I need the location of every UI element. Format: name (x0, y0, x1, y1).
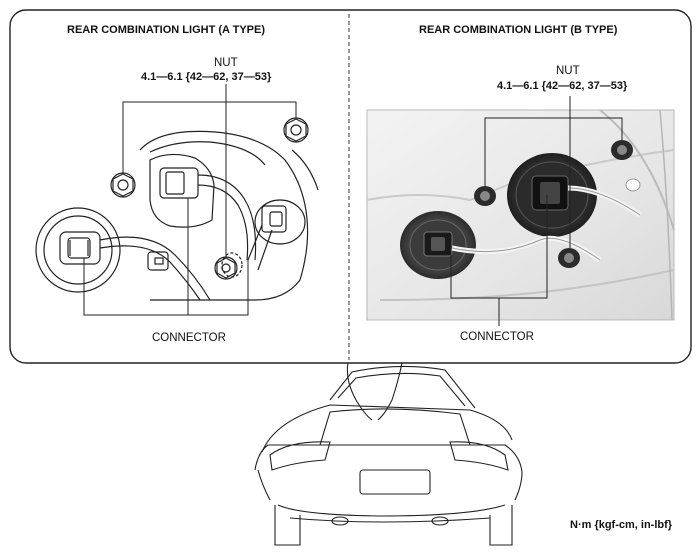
bolt-b-2 (611, 140, 633, 160)
car-illustration (254, 362, 523, 546)
units-note: N·m {kgf-cm, in-lbf} (570, 519, 673, 531)
panel-a-torque-spec: 4.1—6.1 {42—62, 37—53} (141, 71, 272, 83)
panel-a-title: REAR COMBINATION LIGHT (A TYPE) (67, 24, 265, 36)
panel-a-leaders (83, 84, 297, 316)
panel-b-photo (366, 109, 675, 321)
panel-b-title: REAR COMBINATION LIGHT (B TYPE) (419, 24, 618, 36)
bolt-b-1 (474, 186, 496, 206)
panel-a-drawing (35, 117, 319, 301)
panel-b-torque-spec: 4.1—6.1 {42—62, 37—53} (497, 80, 628, 92)
panel-a-connector-label: CONNECTOR (152, 332, 226, 344)
panel-a-nut-label: NUT (214, 57, 238, 69)
panel-b-nut-label: NUT (556, 65, 580, 77)
bolt-b-3 (558, 248, 580, 268)
panel-b-leaders (450, 96, 623, 326)
panel-b-connector-label: CONNECTOR (460, 331, 534, 343)
